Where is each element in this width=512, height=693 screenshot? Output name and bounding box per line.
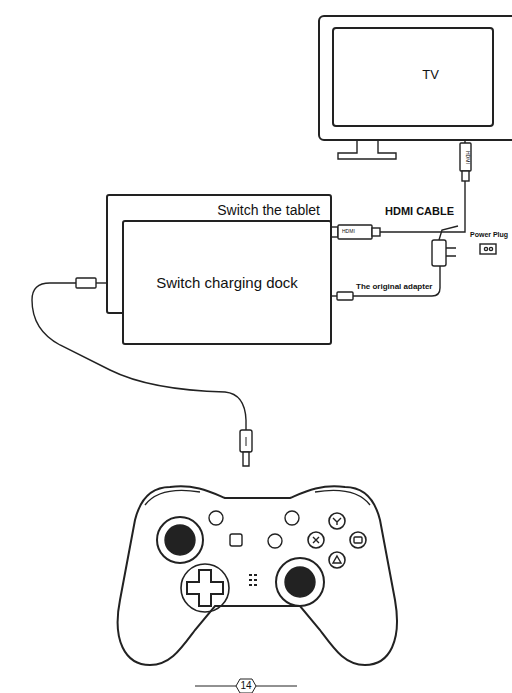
face-button bbox=[350, 532, 366, 548]
dpad-ring bbox=[181, 564, 229, 612]
dpad bbox=[187, 570, 223, 606]
tv-frame: TV bbox=[318, 15, 512, 141]
power-outlet bbox=[480, 244, 496, 254]
plug-prongs bbox=[446, 248, 456, 256]
adapter-lead bbox=[439, 226, 458, 240]
controller-bumpers bbox=[145, 491, 370, 505]
page-badge bbox=[236, 679, 256, 693]
tv-screen bbox=[333, 28, 493, 126]
hdmi-plug-strain bbox=[462, 171, 469, 181]
face-button bbox=[308, 532, 324, 548]
part-name: Power Plug bbox=[470, 231, 508, 239]
face-button bbox=[329, 513, 345, 529]
hdmi-plug bbox=[338, 225, 372, 239]
right-stick bbox=[276, 558, 324, 606]
left-stick bbox=[157, 517, 203, 563]
node-text: TV bbox=[320, 67, 512, 82]
usb-a-plug bbox=[76, 278, 96, 288]
hdmi-cable bbox=[332, 141, 465, 232]
power-adapter bbox=[432, 240, 446, 266]
hdmi-plug bbox=[460, 143, 471, 171]
plug-marking: HDMI bbox=[342, 229, 355, 235]
plug-marking: HDMI bbox=[465, 151, 471, 164]
page-number: 14 bbox=[240, 680, 251, 691]
cable-label: HDMI CABLE bbox=[385, 205, 454, 217]
controller-body bbox=[118, 486, 397, 665]
capture-button bbox=[230, 534, 242, 546]
adapter-cable bbox=[353, 266, 440, 296]
dock-body: Switch charging dock bbox=[122, 220, 332, 345]
hdmi-plug-strain bbox=[372, 228, 380, 236]
node-text: Switch charging dock bbox=[130, 274, 324, 291]
home-button bbox=[268, 534, 282, 548]
node-text: Switch the tablet bbox=[118, 202, 320, 218]
minus-button bbox=[209, 511, 223, 525]
usb-c-plug bbox=[240, 430, 252, 452]
led-dots bbox=[249, 574, 257, 586]
face-button bbox=[329, 552, 345, 568]
plus-button bbox=[285, 511, 299, 525]
part-name: The original adapter bbox=[356, 283, 432, 292]
tv-stand bbox=[338, 141, 396, 159]
usb-c-plug bbox=[337, 292, 353, 300]
